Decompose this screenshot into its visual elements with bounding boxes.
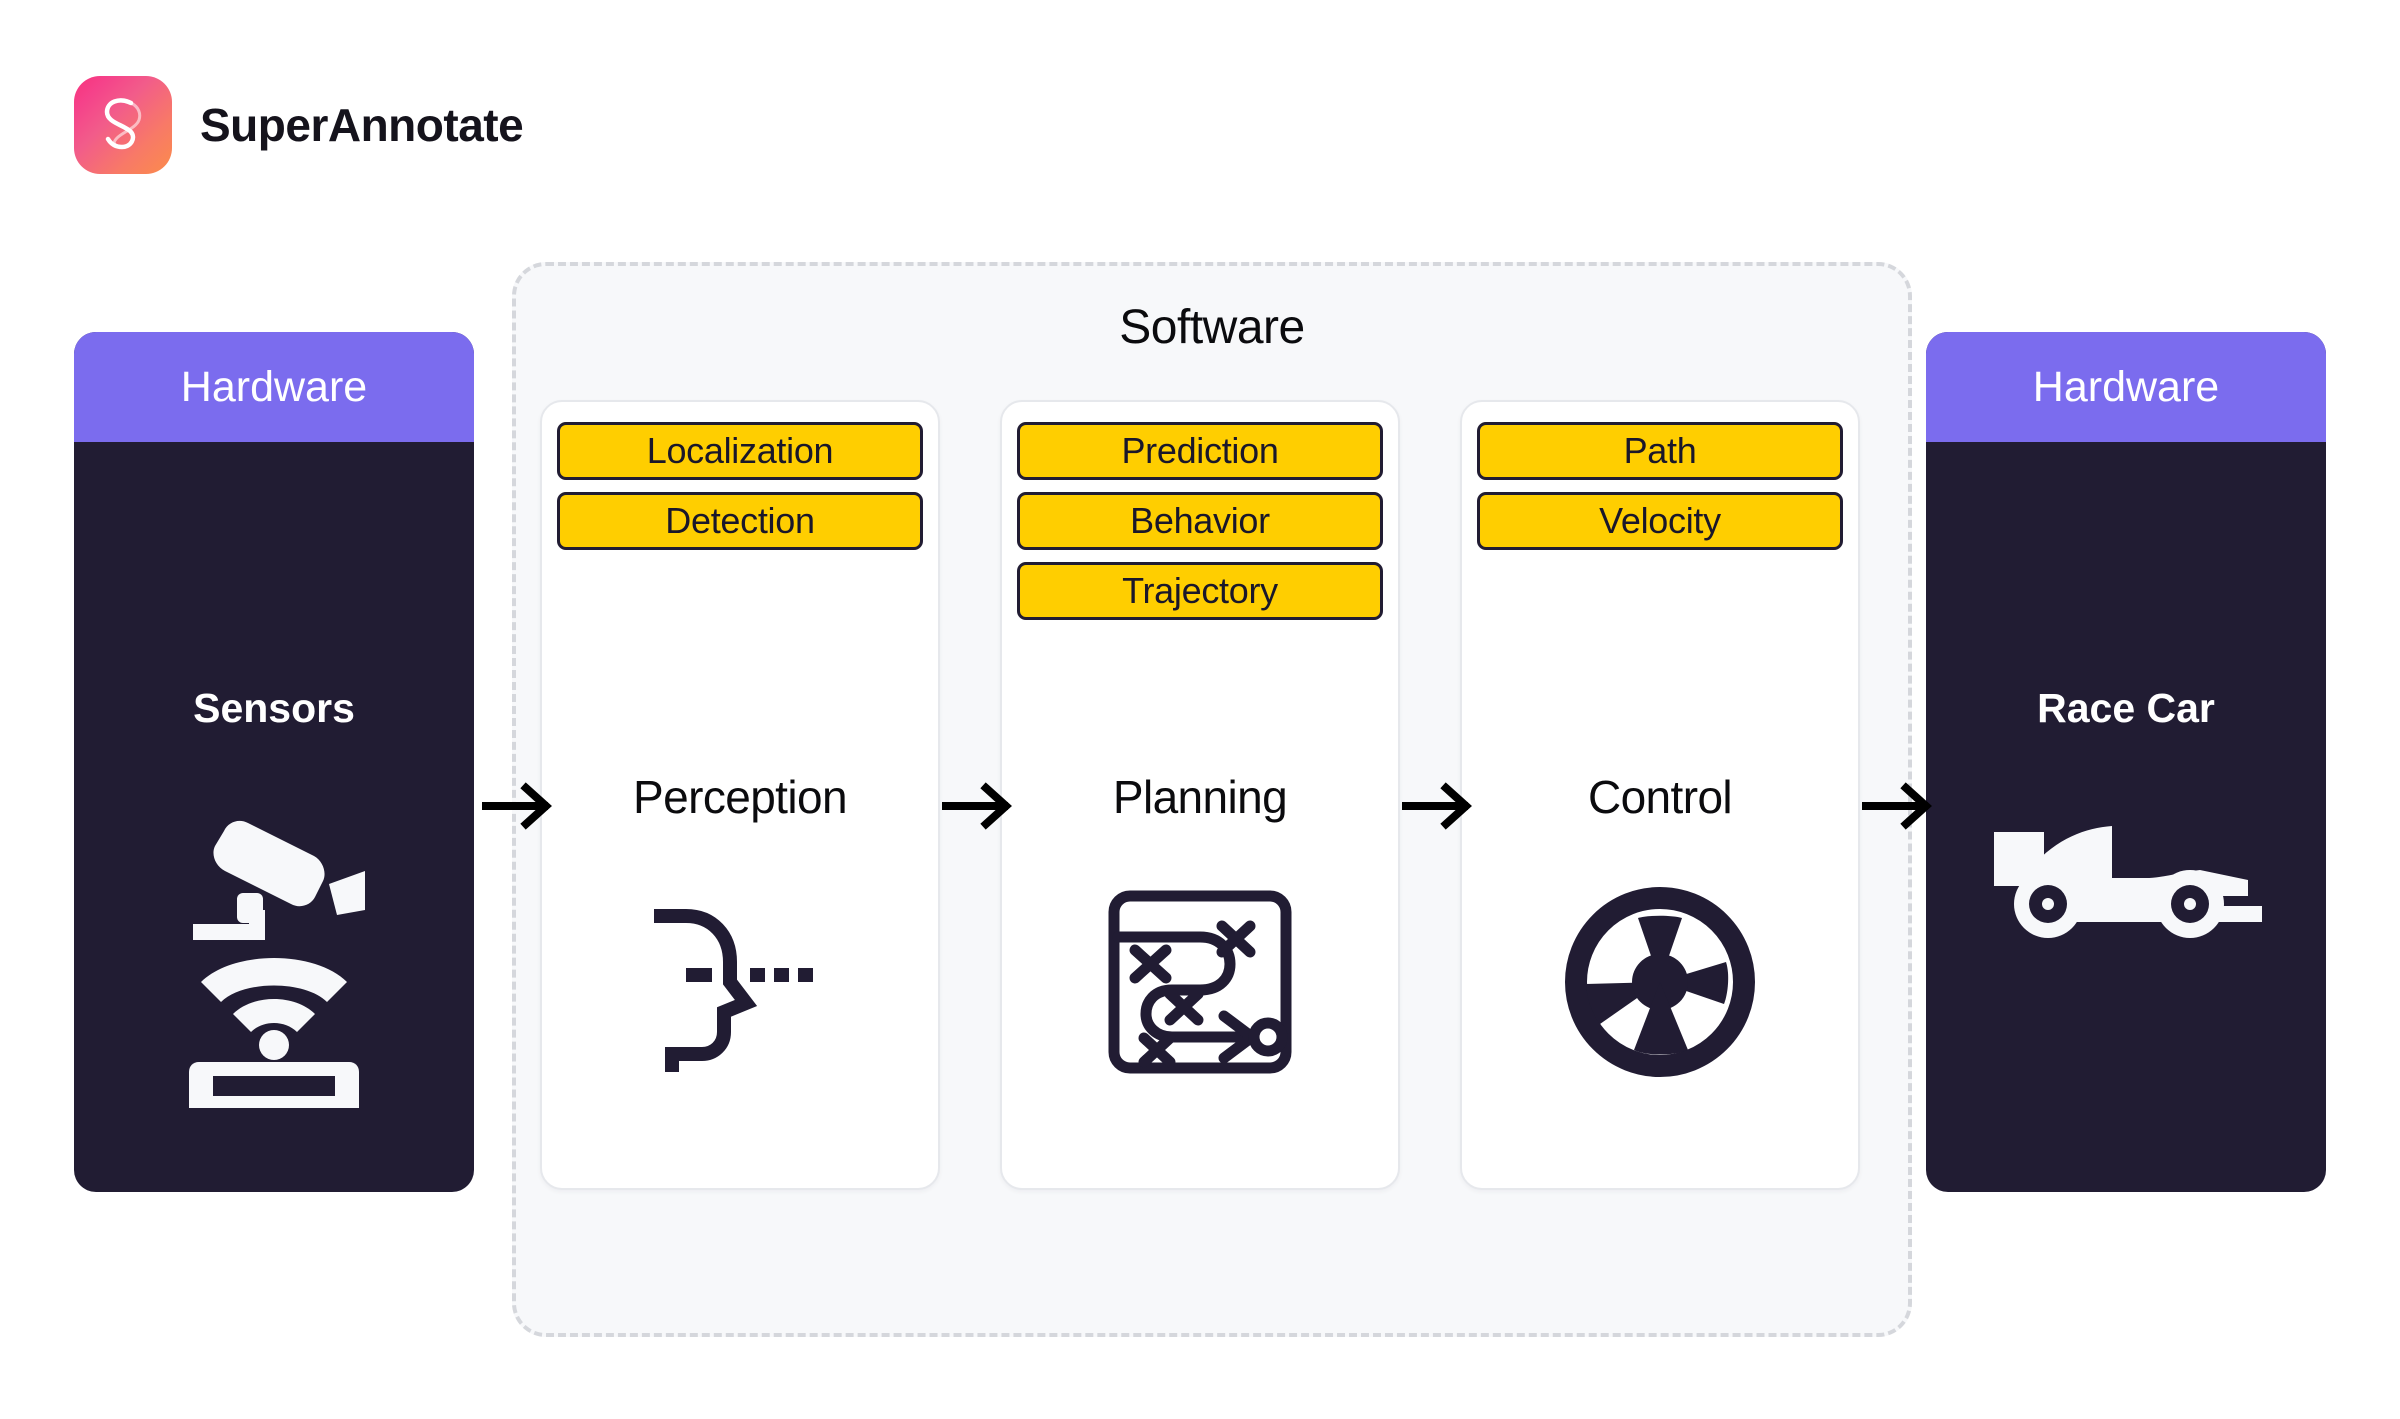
tag-trajectory[interactable]: Trajectory <box>1017 562 1383 620</box>
sensors-icon-group <box>74 814 474 1114</box>
hardware-left-header: Hardware <box>74 332 474 442</box>
race-car-label: Race Car <box>2037 685 2215 731</box>
tag-velocity[interactable]: Velocity <box>1477 492 1843 550</box>
hardware-left-body: Sensors <box>74 442 474 1192</box>
perception-label: Perception <box>633 771 848 823</box>
arrow-planning-to-control <box>1402 782 1478 830</box>
radar-sensor-icon <box>189 958 359 1108</box>
stage-card-planning[interactable]: Prediction Behavior Trajectory Planning <box>1000 400 1400 1190</box>
control-label: Control <box>1587 771 1733 823</box>
tag-detection[interactable]: Detection <box>557 492 923 550</box>
brand-logo: SuperAnnotate <box>74 76 524 174</box>
hardware-race-car-panel: Hardware Race Car <box>1926 332 2326 1192</box>
formula-race-car-icon <box>1926 814 2326 964</box>
stage-card-perception[interactable]: Localization Detection Perception <box>540 400 940 1190</box>
face-profile-vision-icon <box>542 882 938 1082</box>
tag-prediction[interactable]: Prediction <box>1017 422 1383 480</box>
hardware-right-body: Race Car <box>1926 442 2326 1192</box>
tag-behavior[interactable]: Behavior <box>1017 492 1383 550</box>
planning-label: Planning <box>1112 771 1288 823</box>
tag-path[interactable]: Path <box>1477 422 1843 480</box>
arrow-control-to-race-car <box>1862 782 1938 830</box>
cctv-camera-icon <box>193 820 365 940</box>
hardware-sensors-panel: Hardware Sensors <box>74 332 474 1192</box>
arrow-sensors-to-perception <box>482 782 558 830</box>
strategy-board-icon <box>1002 882 1398 1082</box>
sensors-label: Sensors <box>193 685 355 731</box>
brand-name: SuperAnnotate <box>200 99 524 151</box>
hardware-right-header: Hardware <box>1926 332 2326 442</box>
stage-card-control[interactable]: Path Velocity Control <box>1460 400 1860 1190</box>
steering-wheel-icon <box>1462 882 1858 1082</box>
control-tag-list: Path Velocity <box>1462 422 1858 550</box>
software-title: Software <box>1119 301 1305 354</box>
tag-localization[interactable]: Localization <box>557 422 923 480</box>
perception-tag-list: Localization Detection <box>542 422 938 550</box>
arrow-perception-to-planning <box>942 782 1018 830</box>
planning-tag-list: Prediction Behavior Trajectory <box>1002 422 1398 620</box>
superannotate-s-logo-icon <box>74 76 172 174</box>
